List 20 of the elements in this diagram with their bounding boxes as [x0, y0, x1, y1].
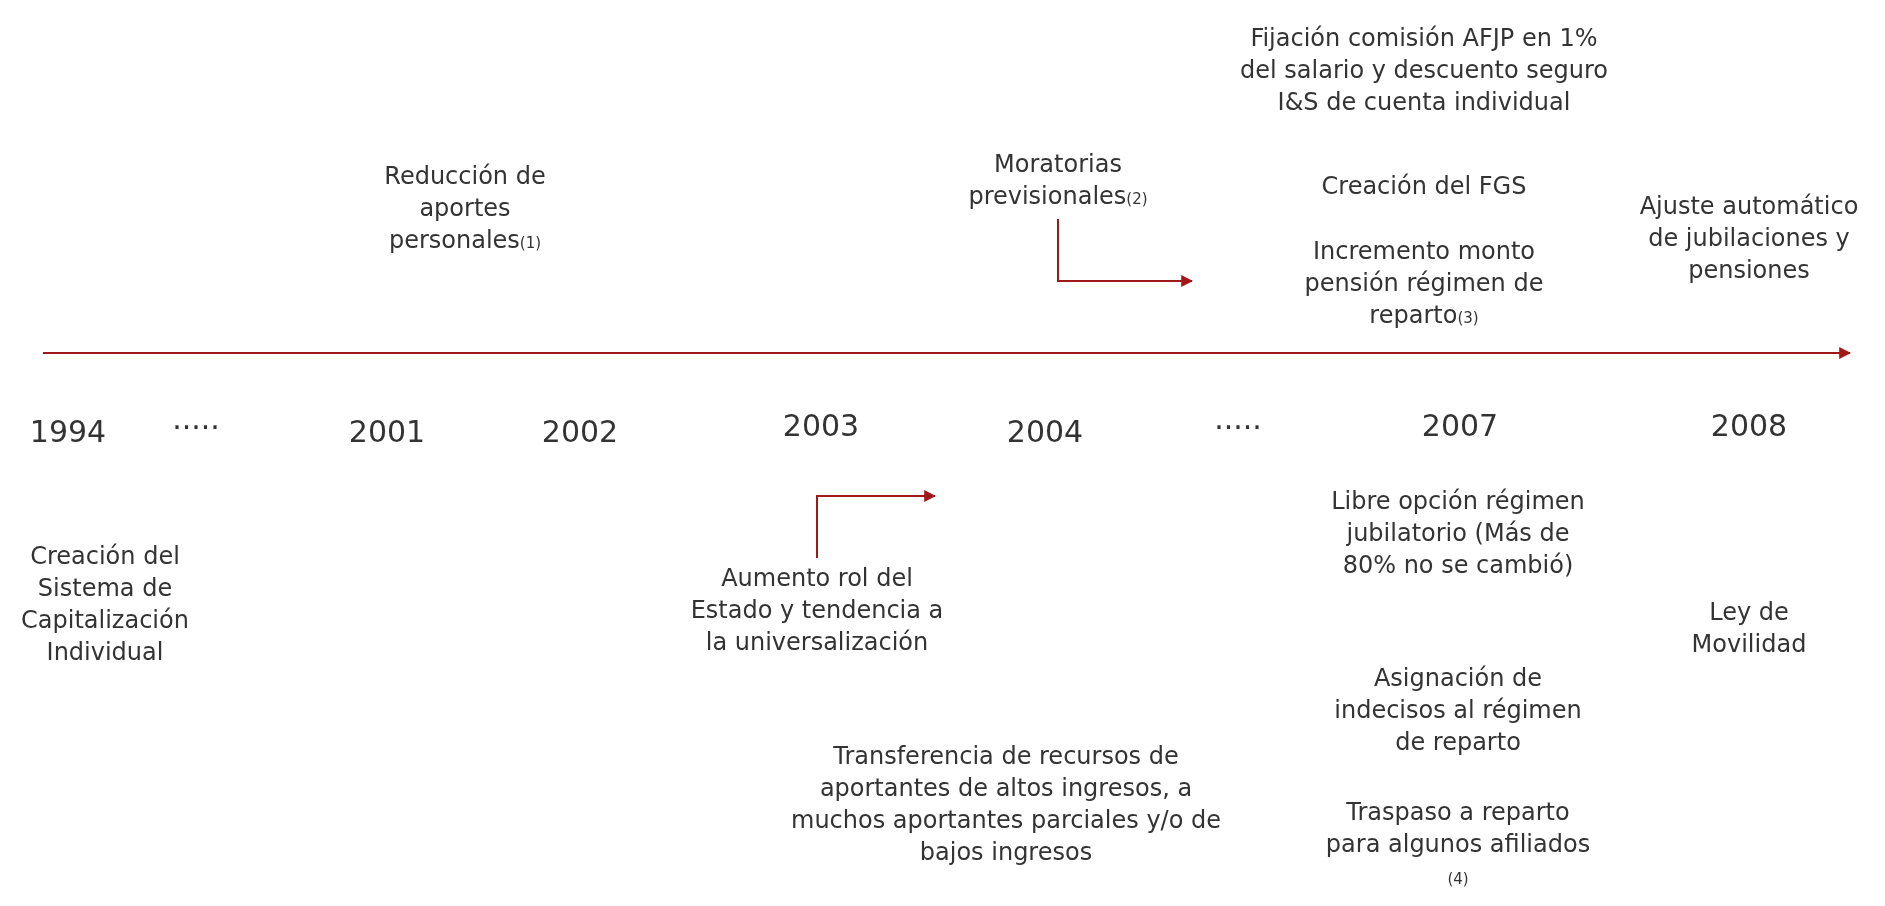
event-text: Libre opción régimen jubilatorio (Más de 80% no se cambió)	[1330, 486, 1586, 581]
event-text: Ley de Movilidad	[1690, 597, 1808, 660]
year-label: 2004	[1005, 413, 1085, 451]
year-label: 2002	[540, 413, 620, 451]
event-text: Creación del FGS	[1320, 171, 1528, 202]
event-text: Aumento rol del Estado y tendencia a la universalización	[677, 562, 957, 658]
year-label: 2001	[347, 413, 427, 451]
year-label: 2007	[1420, 407, 1500, 445]
bent-arrow	[816, 490, 937, 559]
event-text: Ajuste automático de jubilaciones y pensiones	[1638, 191, 1860, 286]
ellipsis-mark: ·····	[171, 409, 221, 447]
event-text: Fijación comisión AFJP en 1% del salario y descuento seguro I&S de cuenta individual	[1239, 23, 1609, 118]
event-text: Creación del Sistema de Capitalización Individual	[20, 541, 190, 668]
year-label: 2008	[1709, 407, 1789, 445]
event-text: Transferencia de recursos de aportantes de altos ingresos, a muchos aportantes parciales y/o de bajos ingresos	[790, 741, 1222, 868]
ellipsis-mark: ·····	[1213, 409, 1263, 447]
event-text: Asignación de indecisos al régimen de reparto	[1333, 663, 1583, 758]
year-label: 2003	[781, 407, 861, 445]
year-label: 1994	[28, 413, 108, 451]
bent-arrow	[1057, 218, 1194, 287]
